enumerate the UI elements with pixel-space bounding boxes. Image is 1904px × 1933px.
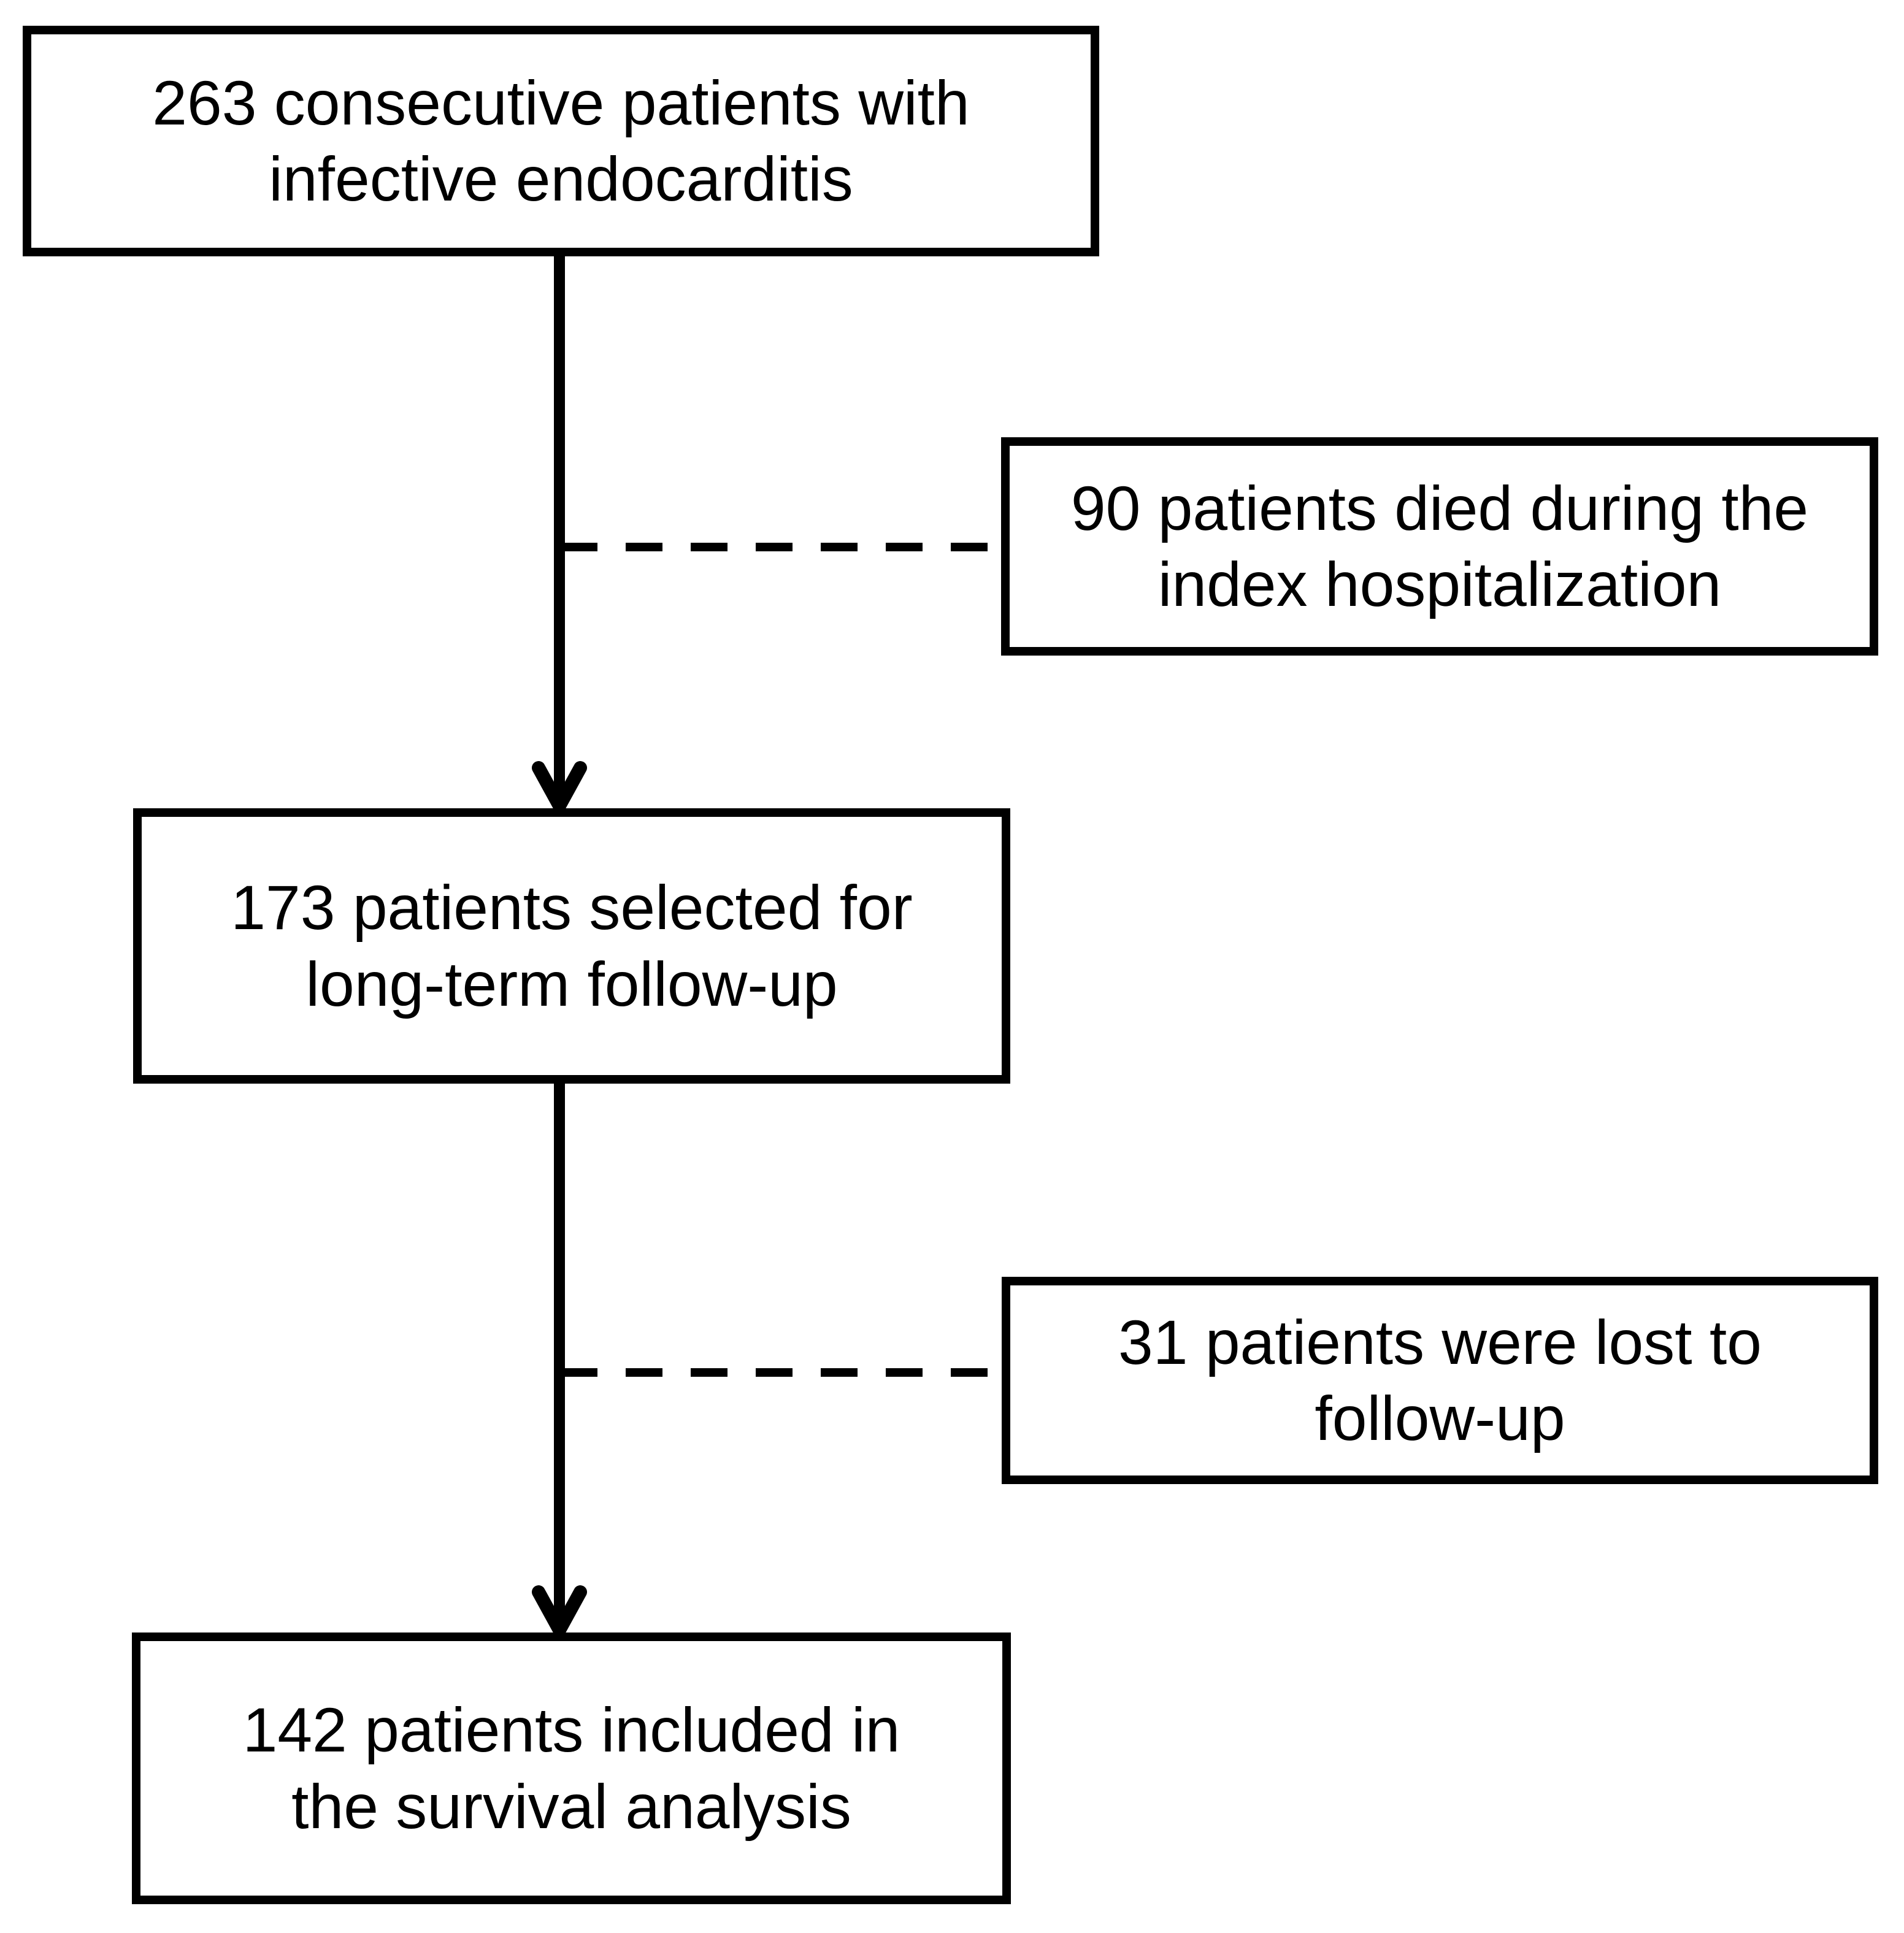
node-text-line: 142 patients included in [242,1695,900,1766]
node-survival-analysis: 142 patients included in the survival an… [132,1633,1011,1904]
arrowhead-icon [532,1585,587,1637]
node-text-line: 31 patients were lost to [1118,1307,1762,1377]
node-text-line: index hospitalization [1157,549,1722,619]
node-text-line: the survival analysis [291,1771,851,1842]
node-text-line: infective endocarditis [269,144,853,214]
node-selected-for-followup: 173 patients selected for long-term foll… [133,808,1010,1084]
arrowhead-icon [532,761,587,813]
node-text-line: 90 patients died during the [1070,473,1809,543]
node-text-line: 263 consecutive patients with [152,67,970,138]
node-lost-to-followup: 31 patients were lost to follow-up [1002,1277,1878,1484]
node-text-line: long-term follow-up [305,949,838,1019]
node-text-line: 173 patients selected for [231,873,913,943]
node-text-line: follow-up [1315,1384,1565,1453]
node-total-patients: 263 consecutive patients with infective … [23,26,1099,256]
node-died-index-hospitalization: 90 patients died during the index hospit… [1001,437,1878,656]
